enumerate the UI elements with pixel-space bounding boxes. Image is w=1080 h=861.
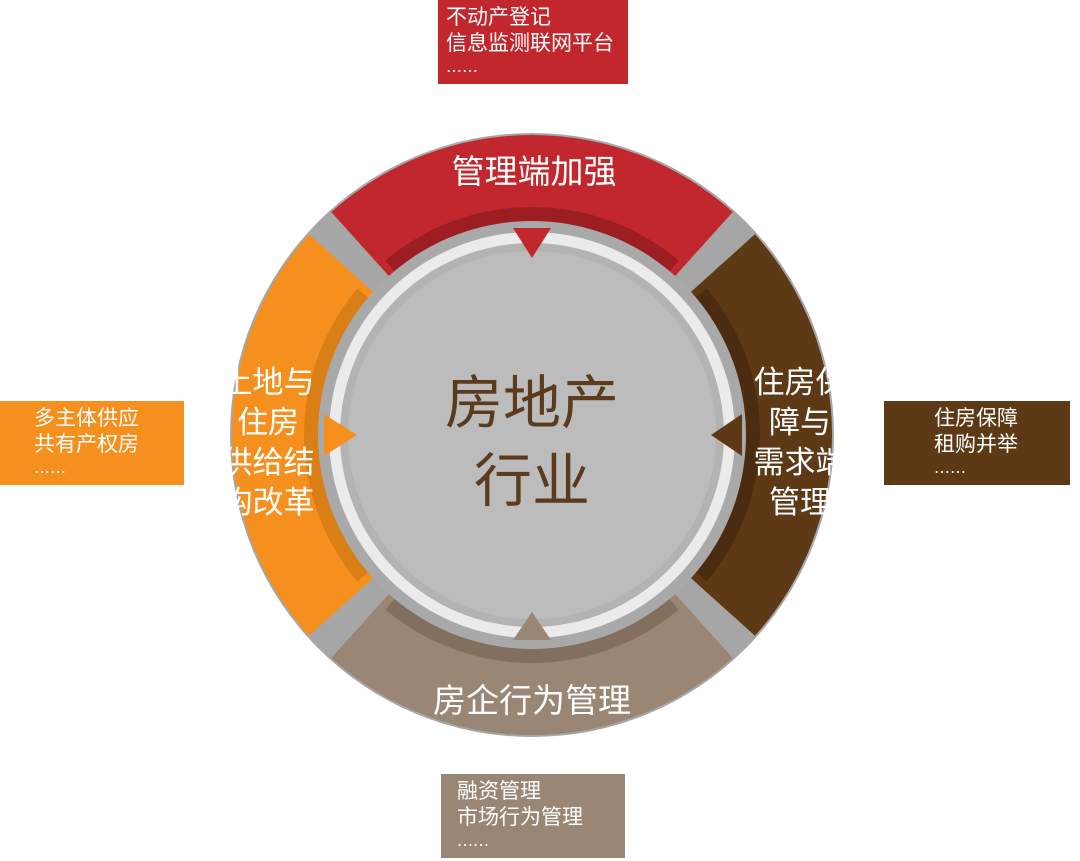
info-box-top: 不动产登记 信息监测联网平台 …… — [438, 0, 628, 84]
segment-left — [232, 234, 379, 636]
pointer-top — [513, 228, 551, 258]
segment-left-line4: 构改革 — [222, 485, 315, 521]
pointer-left — [324, 414, 357, 456]
segment-bottom — [331, 588, 733, 735]
segment-right-line3: 需求端 — [754, 445, 847, 481]
info-box-bottom-line3: …… — [457, 831, 489, 850]
info-box-left-line1: 多主体供应 — [34, 406, 139, 430]
center-disk — [348, 251, 716, 619]
segment-bottom-label: 房企行为管理 — [433, 681, 631, 720]
info-box-right: 住房保障 租购并举 …… — [884, 401, 1070, 485]
info-box-bottom: 融资管理 市场行为管理 …… — [441, 774, 625, 858]
info-box-bottom-line2: 市场行为管理 — [457, 805, 583, 829]
center-title-line1: 房地产 — [445, 369, 619, 437]
segment-bottom-shade — [385, 592, 679, 663]
segment-right — [685, 234, 832, 636]
info-box-top-line1: 不动产登记 — [446, 5, 551, 29]
segment-top-shade — [385, 206, 679, 278]
segment-right-line1: 住房保 — [754, 365, 847, 401]
center-title-line2: 行业 — [474, 447, 590, 515]
info-box-top-line2: 信息监测联网平台 — [446, 31, 614, 55]
info-box-right-line3: …… — [934, 458, 966, 477]
segment-right-shade — [689, 288, 761, 582]
info-box-right-line1: 住房保障 — [934, 406, 1018, 430]
segment-left-line3: 供给结 — [222, 445, 315, 481]
info-box-top-line3: …… — [446, 57, 478, 76]
info-box-left-line3: …… — [34, 458, 66, 477]
pointer-right — [711, 414, 742, 456]
pointer-bottom — [513, 612, 551, 640]
segment-top-label: 管理端加强 — [452, 152, 617, 191]
segment-left-line2: 住房 — [237, 405, 299, 441]
info-box-left-line2: 共有产权房 — [34, 432, 139, 456]
segment-left-line1: 土地与 — [222, 365, 315, 401]
segment-top — [331, 134, 733, 282]
segment-right-line4: 管理 — [769, 485, 831, 521]
segment-right-line2: 障与 — [769, 405, 831, 441]
segment-left-shade — [303, 288, 375, 582]
info-box-bottom-line1: 融资管理 — [457, 779, 541, 803]
info-box-left: 多主体供应 共有产权房 …… — [0, 401, 184, 485]
info-box-right-line2: 租购并举 — [934, 432, 1018, 456]
